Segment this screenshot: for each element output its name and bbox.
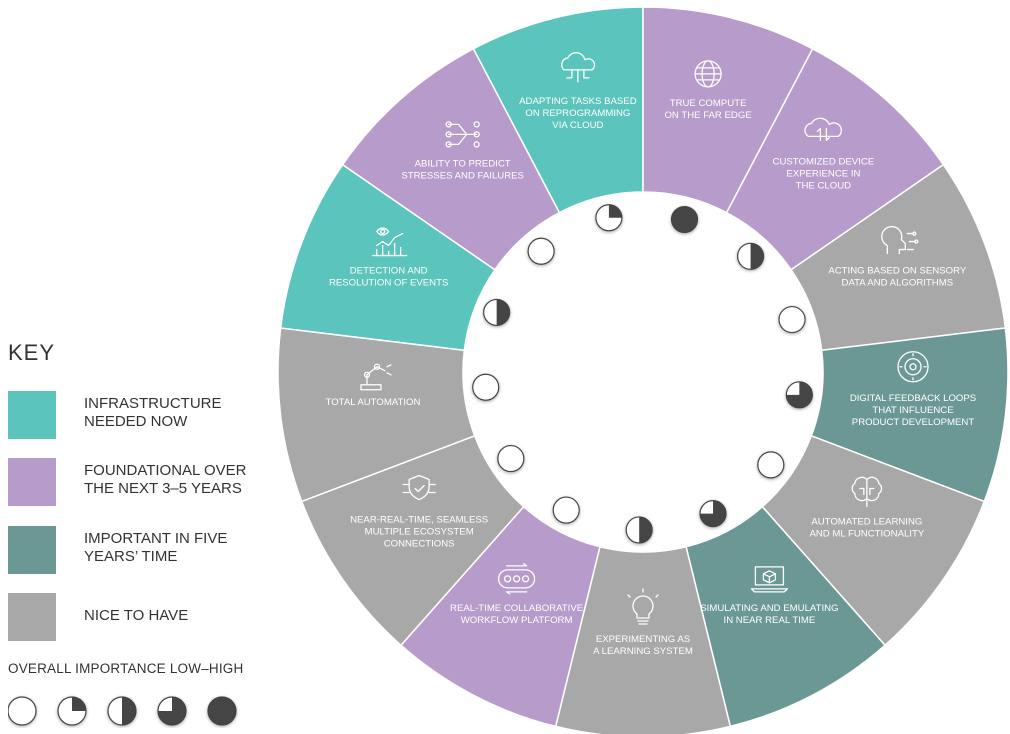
key-swatch-foundational: [8, 458, 56, 506]
importance-indicator: [670, 205, 699, 234]
segment-label-line: ADAPTING TASKS BASED: [519, 96, 637, 107]
importance-indicator: [497, 444, 525, 473]
cloud-network-icon: [561, 52, 596, 83]
importance-indicator: [595, 204, 623, 232]
segment-label-line: ON REPROGRAMMING: [525, 108, 630, 119]
segment-label-line: DIGITAL FEEDBACK LOOPS: [850, 393, 976, 404]
network-nodes-icon: [445, 121, 480, 148]
segment-label-line: EXPERIMENTING AS: [596, 634, 690, 645]
gear-cycle-icon: [897, 351, 929, 383]
segment-label-line: ACTING BASED ON SENSORY: [828, 266, 966, 277]
brain-circuit-icon: [881, 225, 919, 255]
segment-label-line: RESOLUTION OF EVENTS: [329, 278, 448, 289]
segment-label-line: TRUE COMPUTE: [670, 98, 747, 109]
segment-label-line: A LEARNING SYSTEM: [593, 646, 693, 657]
importance-level-4: [207, 696, 237, 726]
key-item-important: IMPORTANT IN FIVE YEARS’ TIME: [8, 526, 248, 574]
segment-label-line: PRODUCT DEVELOPMENT: [852, 417, 975, 428]
key-title: KEY: [8, 340, 56, 365]
importance-level-0: [8, 696, 37, 726]
importance-indicator: [527, 237, 555, 265]
segment-label-line: ON THE FAR EDGE: [664, 110, 751, 121]
segment-label-line: AND ML FUNCTIONALITY: [809, 529, 924, 540]
key-swatch-important: [8, 526, 56, 574]
eye-chart-icon: [372, 227, 408, 257]
importance-indicator: [472, 373, 500, 401]
segment-label-line: THE CLOUD: [796, 180, 852, 191]
segment-label-line: REAL-TIME COLLABORATIVE: [450, 603, 583, 614]
segment-label-line: TOTAL AUTOMATION: [326, 397, 421, 408]
segment-label-line: VIA CLOUD: [552, 120, 603, 131]
segment-label-line: WORKFLOW PLATFORM: [461, 615, 573, 626]
importance-indicator: [778, 305, 806, 334]
workflow-gears-icon: [497, 563, 536, 595]
importance-indicator: [483, 298, 511, 327]
importance-level-1: [57, 696, 87, 726]
key-label-important: IMPORTANT IN FIVE YEARS’ TIME: [84, 530, 228, 565]
segment-label-line: IN NEAR REAL TIME: [724, 615, 816, 626]
importance-level-2: [107, 696, 137, 726]
segment-label-line: THAT INFLUENCE: [872, 405, 953, 416]
segment-label-line: AUTOMATED LEARNING: [811, 517, 922, 528]
importance-indicator: [625, 516, 653, 544]
segment-label-line: MULTIPLE ECOSYSTEM: [365, 527, 474, 538]
key-label-infrastructure: INFRASTRUCTURE NEEDED NOW: [84, 395, 222, 430]
importance-indicator: [757, 451, 785, 479]
segment-label: TOTAL AUTOMATION: [326, 397, 421, 408]
robot-arm-icon: [360, 363, 392, 391]
globe-icon: [694, 60, 722, 88]
importance-indicator: [737, 242, 765, 270]
segment-label-line: SIMULATING AND EMULATING: [700, 603, 838, 614]
segment-label-line: NEAR-REAL-TIME, SEAMLESS: [350, 515, 488, 526]
segment-label-line: CUSTOMIZED DEVICE: [773, 156, 875, 167]
segment-label-line: DETECTION AND: [350, 266, 428, 277]
brain-icon: [851, 476, 883, 508]
key-swatch-infrastructure: [8, 391, 56, 439]
key-item-nice: NICE TO HAVE: [8, 593, 248, 641]
wheel-center: [463, 192, 823, 552]
segment-label-line: DATA AND ALGORITHMS: [842, 278, 954, 289]
key-item-infrastructure: INFRASTRUCTURE NEEDED NOW: [8, 391, 248, 439]
importance-indicator: [699, 500, 727, 528]
importance-indicator: [785, 381, 813, 409]
segment-label-line: ABILITY TO PREDICT: [415, 158, 511, 169]
key-label-nice: NICE TO HAVE: [84, 607, 189, 624]
importance-scale: [8, 696, 237, 726]
lightbulb-icon: [627, 588, 659, 625]
key-label-foundational: FOUNDATIONAL OVER THE NEXT 3–5 YEARS: [84, 462, 247, 497]
shield-network-icon: [402, 474, 436, 501]
importance-level-3: [157, 696, 187, 726]
segment-label-line: CONNECTIONS: [384, 539, 455, 550]
key-item-foundational: FOUNDATIONAL OVER THE NEXT 3–5 YEARS: [8, 458, 248, 506]
importance-indicator: [552, 496, 580, 524]
segment-label-line: STRESSES AND FAILURES: [401, 170, 524, 181]
segment-label-line: EXPERIENCE IN: [786, 168, 860, 179]
cloud-sync-icon: [804, 117, 842, 142]
importance-title: OVERALL IMPORTANCE LOW–HIGH: [8, 661, 244, 676]
key-swatch-nice: [8, 593, 56, 641]
laptop-cube-icon: [750, 566, 789, 593]
